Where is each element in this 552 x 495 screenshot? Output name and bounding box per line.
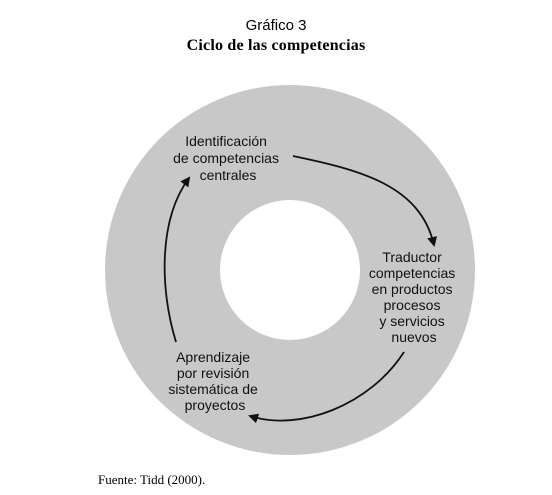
stage-traductor-label: Traductor competencias en productos proc… <box>369 249 459 345</box>
stage-identification-label: Identificación de competencias centrales <box>173 133 283 183</box>
arrow-identification-to-traductor <box>292 155 438 247</box>
figure-title: Ciclo de las competencias <box>186 37 366 54</box>
center-hole <box>220 200 360 340</box>
arrow-traductor-to-aprendizaje <box>248 351 405 424</box>
figure-number: Gráfico 3 <box>245 17 307 34</box>
stage-aprendizaje-label: Aprendizaje por revisión sistemática de … <box>168 349 261 413</box>
source-note: Fuente: Tidd (2000). <box>98 472 206 487</box>
arrow-aprendizaje-to-identification <box>163 176 191 343</box>
